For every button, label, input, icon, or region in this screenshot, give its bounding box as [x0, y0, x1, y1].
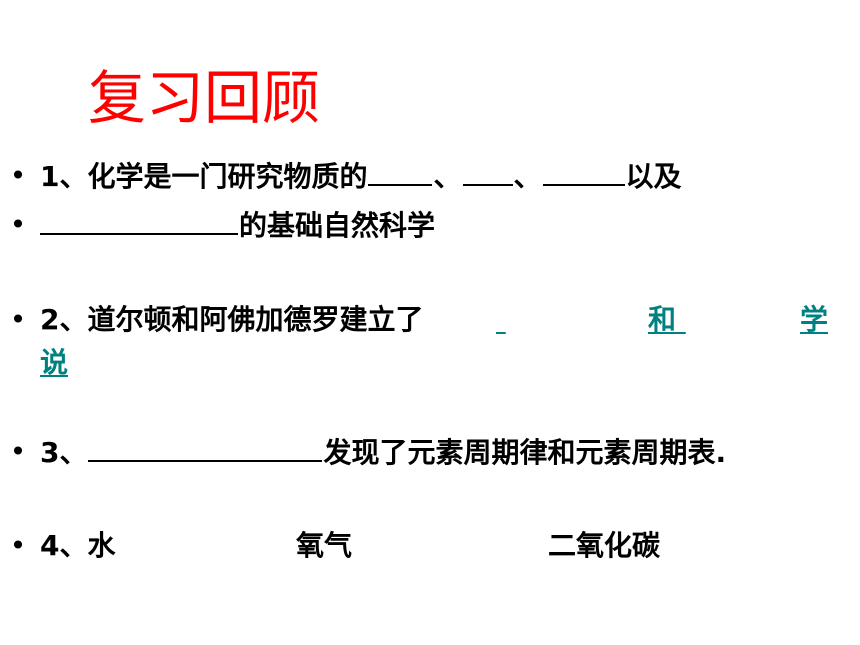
blank-3 — [542, 156, 625, 186]
answer-link-blank-1[interactable] — [496, 300, 648, 340]
question-3-prefix: 3、 — [40, 436, 88, 469]
question-3-text: 3、 发现了元素周期律和元素周期表. — [40, 432, 726, 473]
question-4-prefix: 4、水 — [40, 529, 116, 562]
question-1-continuation: 的基础自然科学 — [40, 205, 435, 246]
question-4-oxygen: 氧气 — [296, 529, 353, 562]
question-4-co2: 二氧化碳 — [548, 529, 661, 562]
bullet-icon: • — [9, 529, 27, 562]
question-1-suffix: 以及 — [625, 160, 682, 193]
answer-link-shuo[interactable]: 说 — [40, 346, 69, 379]
bullet-icon: • — [9, 435, 27, 468]
bullet-icon: • — [9, 208, 27, 241]
question-3-suffix: 发现了元素周期律和元素周期表. — [323, 436, 727, 469]
slide-title: 复习回顾 — [88, 64, 321, 132]
bullet-icon: • — [9, 159, 27, 192]
answer-link-blank-2[interactable] — [676, 300, 800, 340]
separator-2: 、 — [513, 160, 542, 193]
question-2-prefix: 2、道尔顿和阿佛加德罗建立了 — [40, 303, 424, 336]
bullet-icon: • — [9, 303, 27, 336]
question-1-prefix: 1、化学是一门研究物质的 — [40, 160, 368, 193]
blank-4 — [40, 205, 238, 235]
answer-link-xue[interactable]: 学 — [800, 303, 829, 336]
question-1-line2-suffix: 的基础自然科学 — [239, 209, 436, 242]
blank-2 — [462, 156, 513, 186]
question-1-text: 1、化学是一门研究物质的 、 、 以及 — [40, 156, 682, 197]
blank-5 — [88, 432, 323, 462]
answer-link-he[interactable]: 和 — [648, 303, 677, 336]
blank-1 — [368, 156, 433, 186]
separator-1: 、 — [433, 160, 462, 193]
